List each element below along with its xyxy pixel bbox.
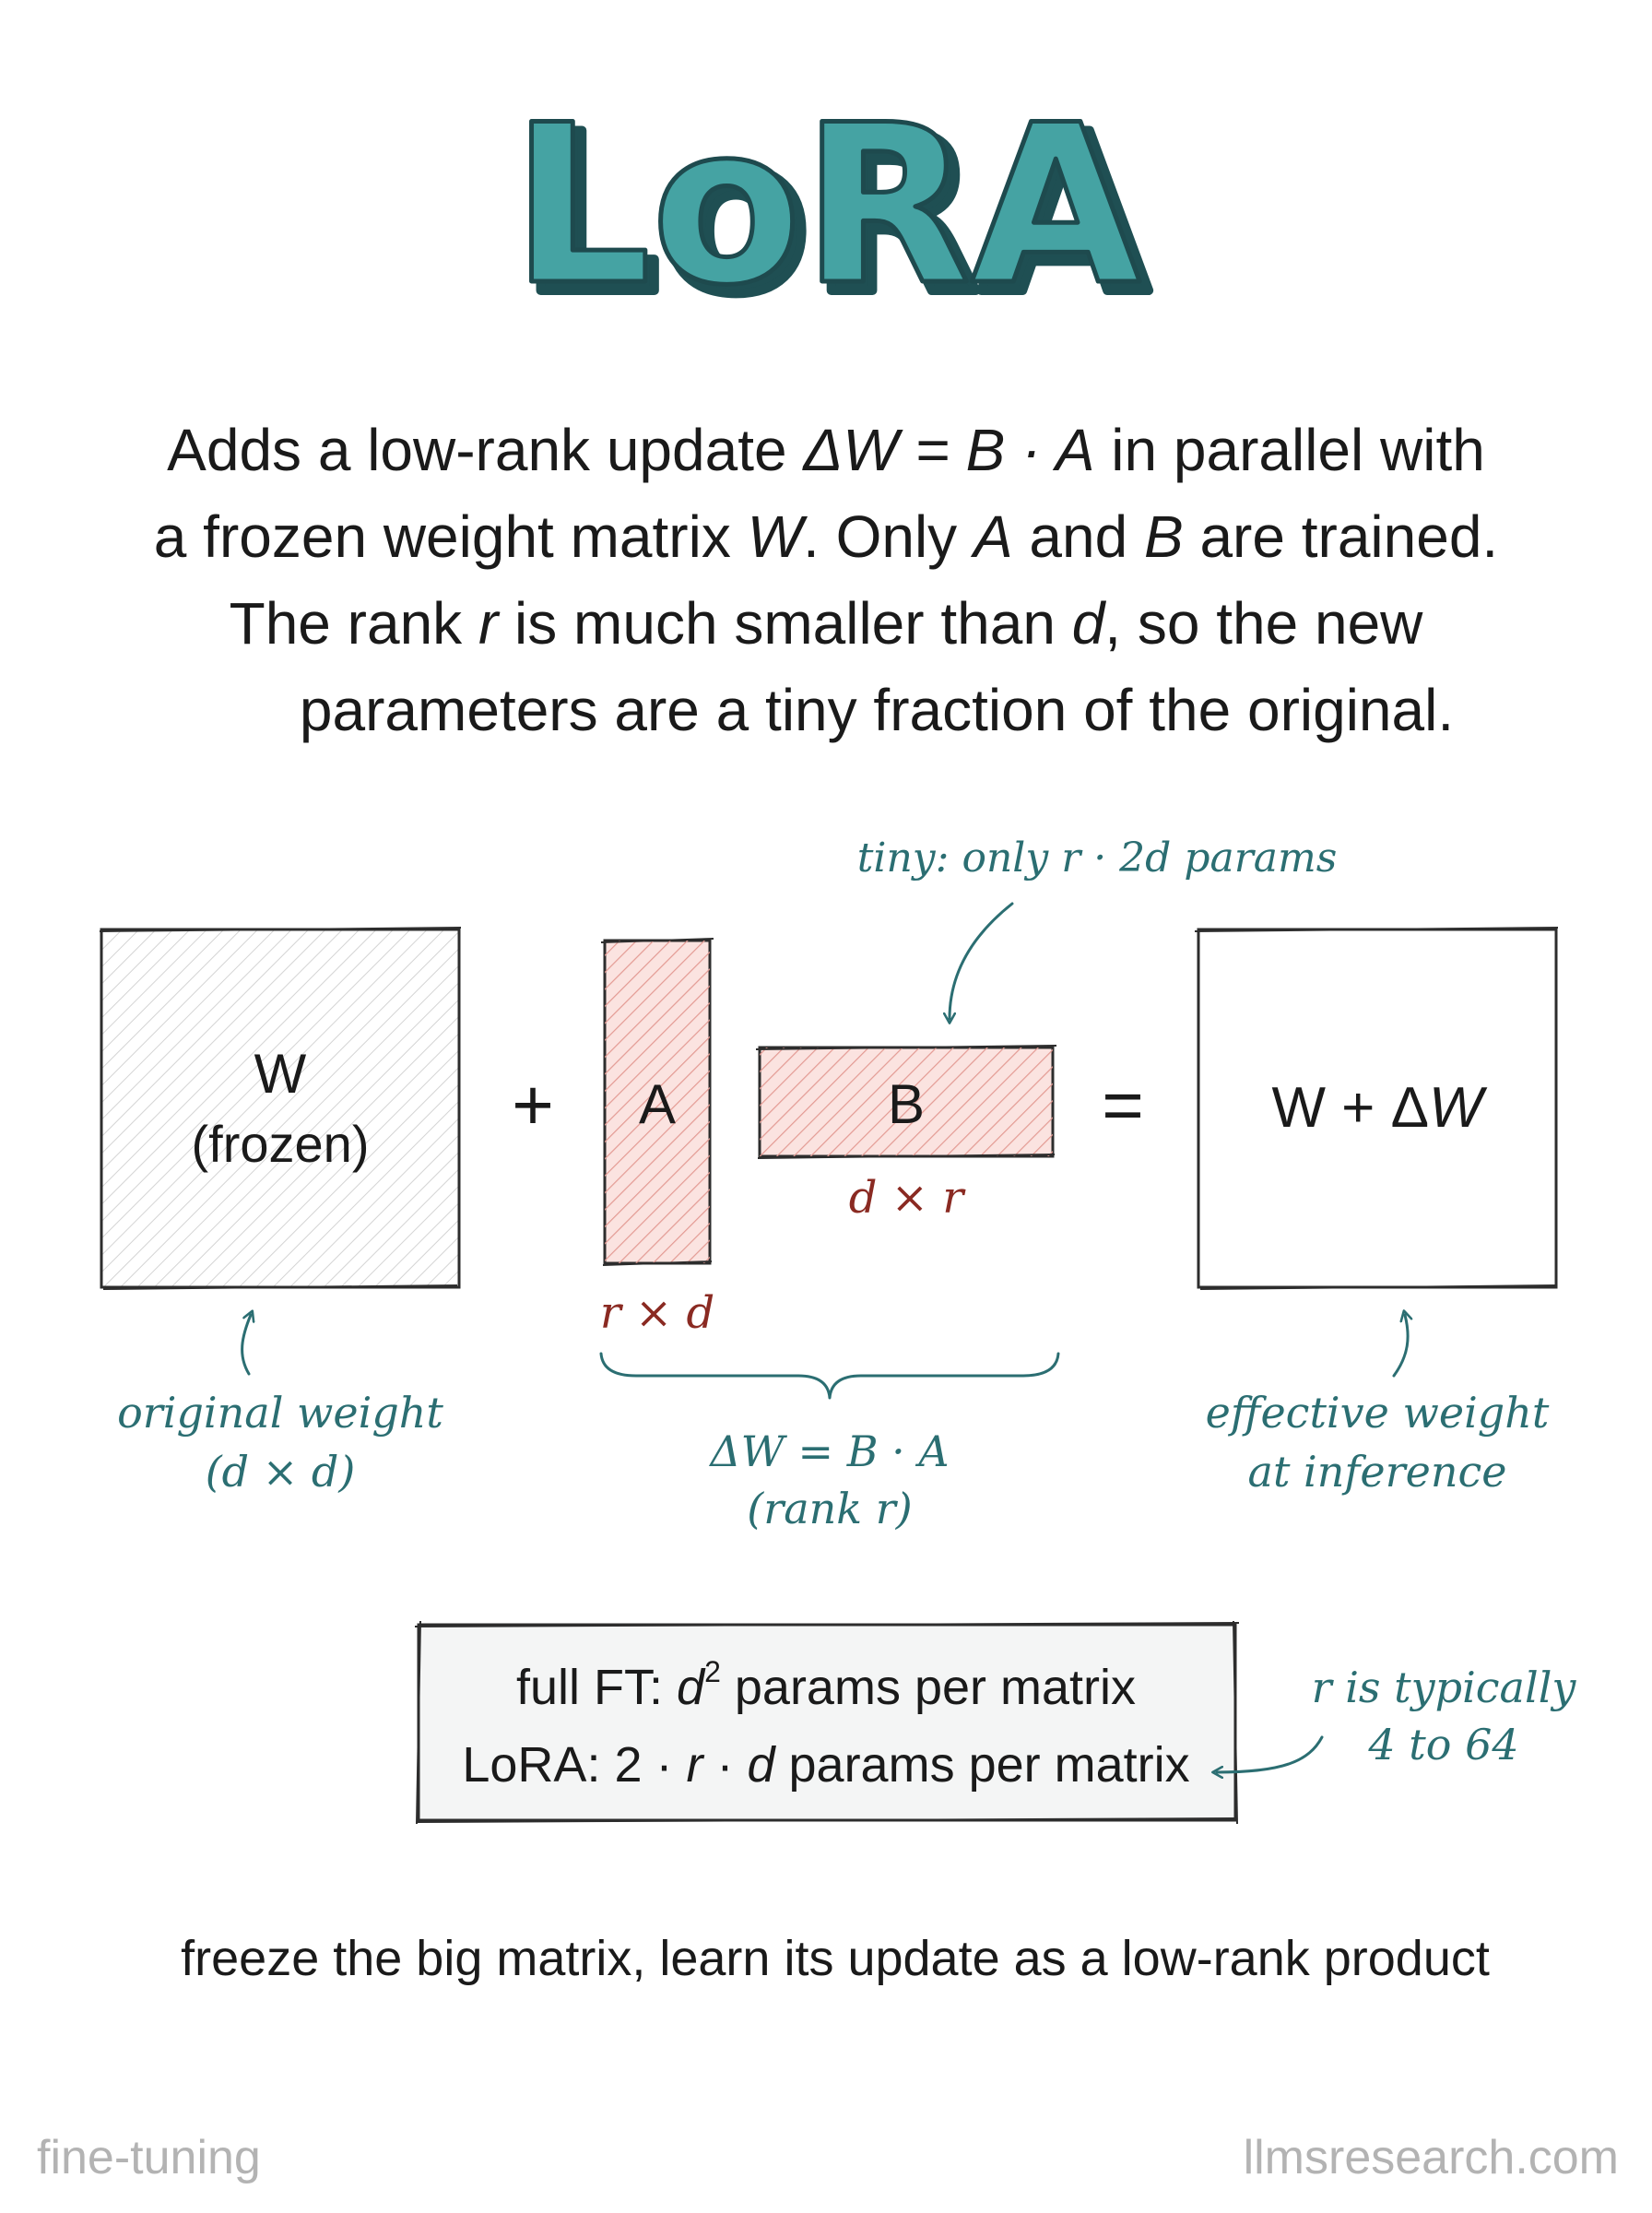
- description-paragraph: Adds a low-rank update ΔW = B · A in par…: [154, 417, 1498, 743]
- tiny-note-arrow: [950, 902, 1014, 1019]
- matrix-w-sublabel: (frozen): [192, 1115, 370, 1173]
- matrix-w-label: W: [254, 1043, 307, 1105]
- matrix-w-box: [100, 928, 461, 1289]
- matrix-b: B d × r: [755, 1045, 1057, 1224]
- original-weight-arrow: [241, 1315, 251, 1376]
- matrix-a: A r × d: [600, 938, 714, 1339]
- description-line-1: Adds a low-rank update ΔW = B · A in par…: [167, 417, 1485, 483]
- matrix-b-dims: d × r: [849, 1172, 966, 1224]
- matrix-b-label: B: [888, 1073, 925, 1135]
- equals-sign: =: [1102, 1064, 1144, 1145]
- original-weight-dims: (d × d): [206, 1447, 356, 1497]
- tagline: freeze the big matrix, learn its update …: [181, 1931, 1490, 1986]
- effective-weight-arrow: [1392, 1315, 1408, 1378]
- original-weight-note: original weight: [117, 1388, 443, 1438]
- param-comparison-box: full FT: d2 params per matrix LoRA: 2 · …: [414, 1620, 1240, 1825]
- matrix-result-label: W + ΔW: [1271, 1076, 1488, 1140]
- rank-note-arrow: [1217, 1735, 1324, 1772]
- matrix-a-dims: r × d: [600, 1287, 714, 1339]
- delta-brace: [599, 1352, 1060, 1400]
- matrix-a-label: A: [639, 1073, 676, 1135]
- footer-category: fine-tuning: [37, 2131, 261, 2184]
- title-shadow: LoRA: [521, 88, 1150, 343]
- description-line-3: The rank r is much smaller than d, so th…: [230, 590, 1424, 657]
- page-title: LoRA LoRA: [509, 77, 1154, 349]
- plus-sign: +: [512, 1064, 554, 1145]
- footer-site: llmsresearch.com: [1244, 2131, 1619, 2184]
- lora-line: LoRA: 2 · r · d params per matrix: [462, 1737, 1189, 1793]
- full-ft-line: full FT: d2 params per matrix: [516, 1655, 1136, 1715]
- description-line-4: parameters are a tiny fraction of the or…: [300, 677, 1454, 743]
- rank-range-note: 4 to 64: [1367, 1720, 1518, 1769]
- effective-weight-note: effective weight: [1206, 1388, 1550, 1438]
- title-text: LoRA: [512, 78, 1141, 334]
- tiny-params-note: tiny: only r · 2d params: [857, 834, 1338, 882]
- rank-typical-note: r is typically: [1312, 1663, 1577, 1712]
- matrix-result: W + ΔW: [1194, 927, 1559, 1290]
- effective-weight-note-2: at inference: [1248, 1447, 1507, 1497]
- delta-note: ΔW = B · A: [708, 1426, 949, 1476]
- comparison-box-frame: [417, 1623, 1237, 1822]
- description-line-2: a frozen weight matrix W. Only A and B a…: [154, 503, 1498, 570]
- matrix-w: W (frozen): [99, 927, 462, 1290]
- delta-rank-note: (rank r): [747, 1484, 912, 1533]
